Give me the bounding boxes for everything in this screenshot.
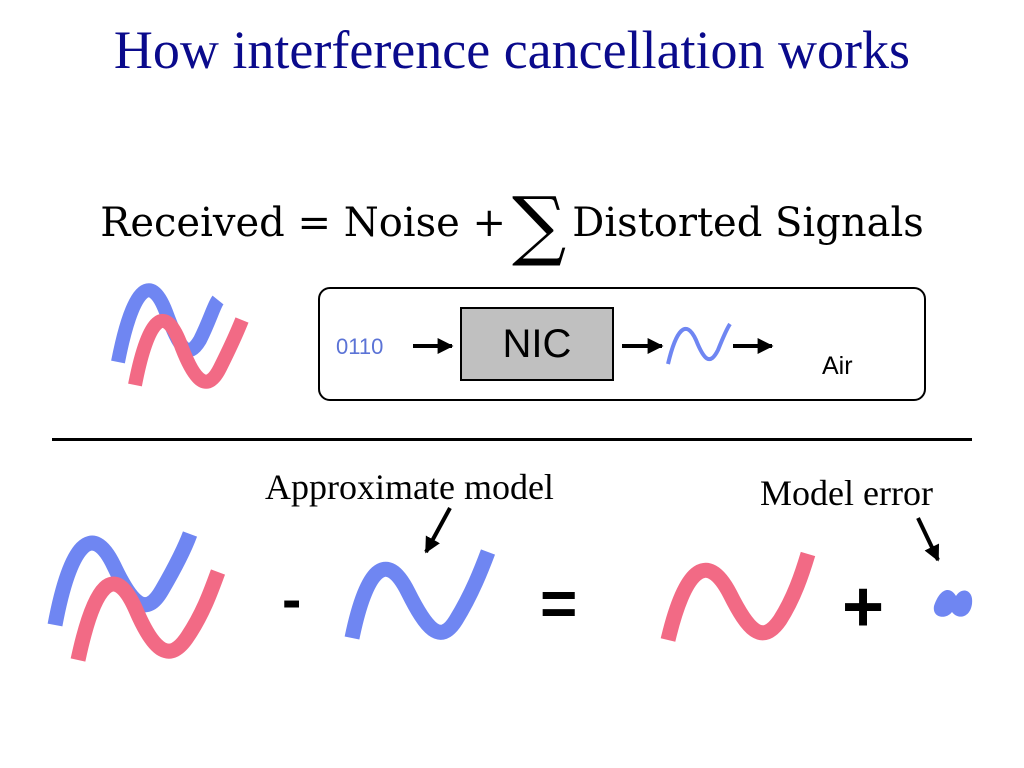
section-divider <box>52 438 972 441</box>
model-error-label: Model error <box>760 473 933 513</box>
approx-model-wave-icon <box>344 549 496 640</box>
transmit-pipeline-frame <box>318 287 926 401</box>
combined-waves-bottom-icon <box>47 531 226 662</box>
approx-model-label: Approximate model <box>265 467 554 507</box>
approx-callout-arrow <box>424 507 452 554</box>
error-callout-arrow <box>916 517 940 562</box>
slide-title: How interference cancellation works <box>113 20 911 80</box>
received-equation: Received = Noise + ∑ Distorted Signals <box>0 180 1024 269</box>
transmitted-wave-icon <box>666 322 732 365</box>
combined-waves-top-icon <box>111 283 249 389</box>
model-error-blob-icon <box>933 590 973 617</box>
recovered-signal-wave-icon <box>660 551 816 642</box>
sum-symbol: ∑ <box>512 180 567 269</box>
bits-label: 0110 <box>336 334 384 359</box>
equation-equals: = <box>297 200 331 246</box>
equation-noise: Noise <box>343 200 460 246</box>
equation-plus: + <box>472 200 507 246</box>
equation-received: Received <box>100 200 285 246</box>
nic-box: NIC <box>460 307 614 381</box>
equation-distorted-signals: Distorted Signals <box>572 200 924 246</box>
air-label: Air <box>822 352 853 380</box>
plus-sign: + <box>842 567 885 647</box>
minus-sign: - <box>282 567 302 632</box>
equals-sign: = <box>540 567 578 639</box>
